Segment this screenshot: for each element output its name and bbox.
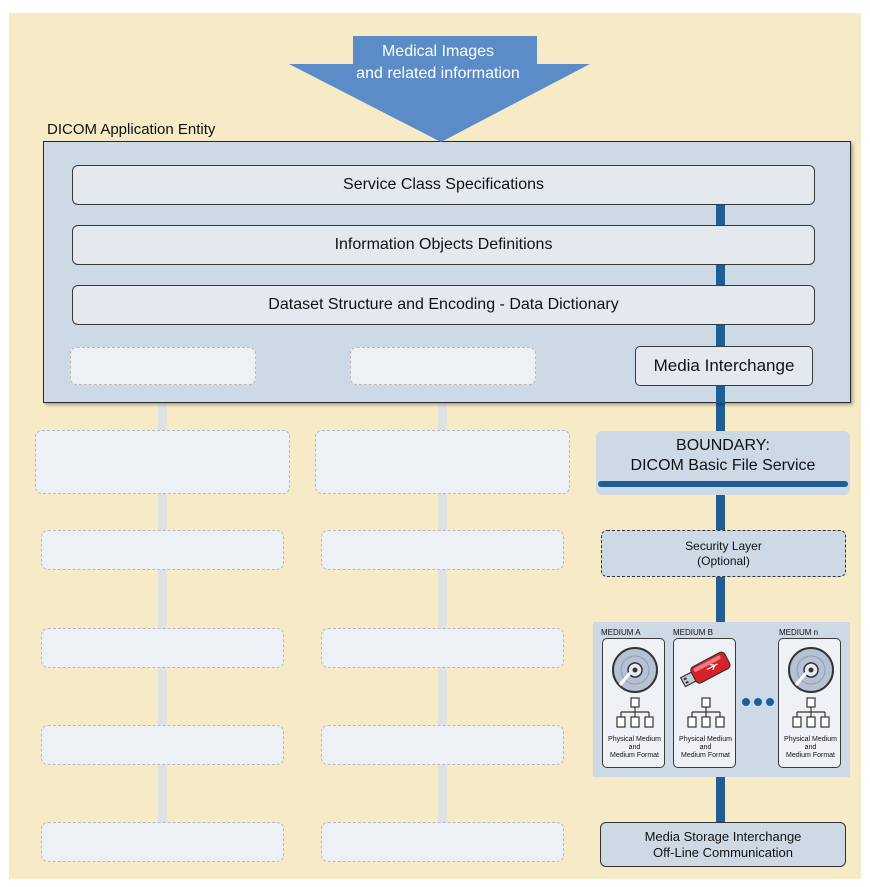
storage-label-line2: Off-Line Communication <box>653 844 793 860</box>
media-connector-line <box>716 199 725 829</box>
medium-title: MEDIUM A <box>601 628 641 637</box>
usb-drive-icon <box>679 651 731 688</box>
caption-line: Medium Format <box>785 752 835 759</box>
security-label-line2: (Optional) <box>697 553 750 568</box>
caption-line: and <box>628 744 641 751</box>
medium-card: Physical Medium and Medium Format <box>602 638 665 768</box>
medium-caption: Physical Medium and Medium Format <box>779 736 842 760</box>
file-tree-icon <box>792 697 830 728</box>
caption-line: Medium Format <box>680 752 730 759</box>
ellipsis-icon <box>742 698 774 706</box>
medium-title: MEDIUM B <box>673 628 713 637</box>
iod-band: Information Objects Definitions <box>72 225 815 265</box>
medium-caption: Physical Medium and Medium Format <box>603 736 666 760</box>
boundary-line <box>598 481 848 487</box>
media-interchange-box: Media Interchange <box>635 346 813 386</box>
placeholder-box <box>350 347 536 385</box>
arrow-label-line1: Medical Images <box>381 43 495 60</box>
security-label-line1: Security Layer <box>685 538 762 553</box>
file-tree-icon <box>687 697 725 728</box>
caption-line: Physical Medium <box>679 736 732 743</box>
media-storage-box: Media Storage Interchange Off-Line Commu… <box>600 822 846 867</box>
boundary-label: BOUNDARY: DICOM Basic File Service <box>596 433 850 479</box>
placeholder-box <box>321 725 564 765</box>
middle-gray-connector <box>438 403 447 831</box>
placeholder-box <box>41 822 284 862</box>
placeholder-box <box>41 530 284 570</box>
input-arrow <box>289 36 590 142</box>
medium-card: Physical Medium and Medium Format <box>778 638 841 768</box>
caption-line: and <box>804 744 817 751</box>
cd-disc-icon <box>788 647 834 693</box>
caption-line: Medium Format <box>609 752 659 759</box>
boundary-label-line2: DICOM Basic File Service <box>630 457 816 474</box>
service-class-band: Service Class Specifications <box>72 165 815 205</box>
placeholder-box <box>321 530 564 570</box>
boundary-label-line1: BOUNDARY: <box>676 437 770 454</box>
medium-title: MEDIUM n <box>779 628 819 637</box>
dataset-band: Dataset Structure and Encoding - Data Di… <box>72 285 815 325</box>
placeholder-box <box>321 628 564 668</box>
medium-card: Physical Medium and Medium Format <box>673 638 736 768</box>
placeholder-box <box>70 347 256 385</box>
placeholder-box <box>35 430 290 494</box>
cd-disc-icon <box>612 647 658 693</box>
placeholder-box <box>315 430 570 494</box>
arrow-label: Medical Images and related information <box>353 40 523 86</box>
entity-label: DICOM Application Entity <box>47 121 216 138</box>
placeholder-box <box>41 725 284 765</box>
caption-line: Physical Medium <box>608 736 661 743</box>
left-gray-connector <box>158 403 167 831</box>
placeholder-box <box>321 822 564 862</box>
caption-line: Physical Medium <box>784 736 837 743</box>
placeholder-box <box>41 628 284 668</box>
arrow-label-line2: and related information <box>356 65 520 82</box>
caption-line: and <box>699 744 712 751</box>
medium-caption: Physical Medium and Medium Format <box>674 736 737 760</box>
file-tree-icon <box>616 697 654 728</box>
storage-label-line1: Media Storage Interchange <box>644 828 802 844</box>
security-layer-box: Security Layer (Optional) <box>601 530 846 577</box>
